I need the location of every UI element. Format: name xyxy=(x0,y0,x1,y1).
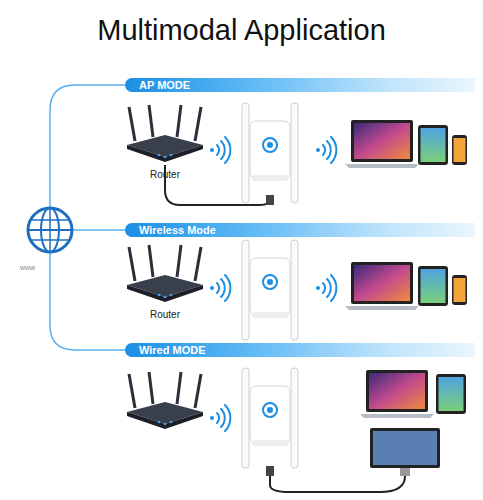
device-label: Router xyxy=(150,169,180,180)
mode-label: AP MODE xyxy=(139,79,190,91)
router-node: Router xyxy=(118,240,212,320)
mode-label: Wireless Mode xyxy=(139,224,216,236)
device-label: Router xyxy=(150,309,180,320)
router-node: Router xyxy=(118,100,212,180)
note-label: www xyxy=(20,264,35,271)
mode-label: Wired MODE xyxy=(139,344,206,356)
mode-band: Wireless Mode xyxy=(125,223,475,237)
diagram-title: Multimodal Application xyxy=(0,14,483,47)
mode-band: AP MODE xyxy=(125,78,475,92)
mode-band: Wired MODE xyxy=(125,343,475,357)
